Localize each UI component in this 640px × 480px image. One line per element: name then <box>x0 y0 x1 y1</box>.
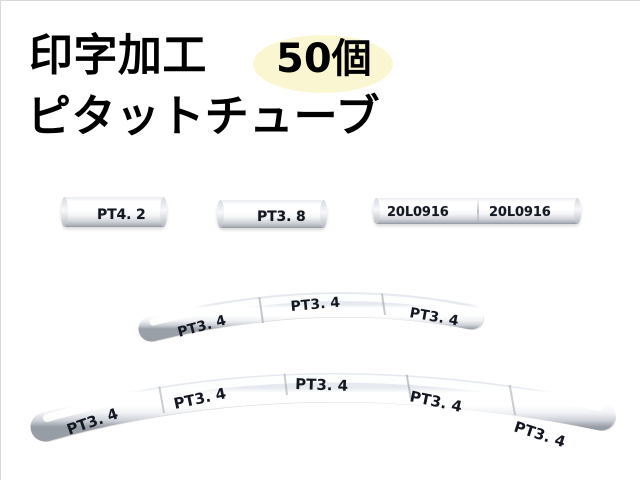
tube-print-label: 20L0916 <box>387 205 449 220</box>
tube-cap-left <box>373 198 380 224</box>
tube-straight-pt42: PT4. 2 <box>61 197 167 227</box>
tube-highlight <box>149 294 473 326</box>
tube-cap-left <box>217 200 224 228</box>
tube-straight-pt38: PT3. 8 <box>217 200 327 228</box>
tube-print-label: PT3. 4 <box>290 295 341 315</box>
tube-seams <box>258 292 386 324</box>
tube-print-label: PT4. 2 <box>97 207 146 223</box>
tube-cap-right <box>320 200 327 228</box>
tube-print-label: PT3. 8 <box>257 209 306 225</box>
tube-curved-short: PT3. 4 PT3. 4 PT3. 4 <box>138 292 484 342</box>
tube-print-label: PT3. 4 <box>295 375 349 395</box>
tube-cap-left <box>61 197 68 227</box>
tube-seams <box>157 372 516 416</box>
quantity-badge-label: 50個 <box>276 36 372 82</box>
tube-highlight <box>43 374 603 422</box>
page-title-line-2: ピタットチューブ <box>27 91 380 142</box>
tube-body <box>138 292 484 342</box>
tube-seam <box>477 199 479 223</box>
heading-block: 印字加工 50個 ピタットチューブ <box>1 1 640 161</box>
tube-photo-area: PT4. 2 PT3. 8 20L0916 20L0916 <box>1 161 640 480</box>
tube-body <box>30 373 616 442</box>
tube-cap-right <box>160 197 167 227</box>
tube-curved-long: PT3. 4 PT3. 4 PT3. 4 PT3. 4 PT3. 4 <box>30 372 616 451</box>
page-title-line-1: 印字加工 <box>29 30 207 81</box>
quantity-badge-ellipse <box>253 35 393 93</box>
tube-straight-20l0916: 20L0916 20L0916 <box>373 198 581 224</box>
tube-cap-right <box>574 198 581 224</box>
tube-print-label: 20L0916 <box>489 205 551 220</box>
